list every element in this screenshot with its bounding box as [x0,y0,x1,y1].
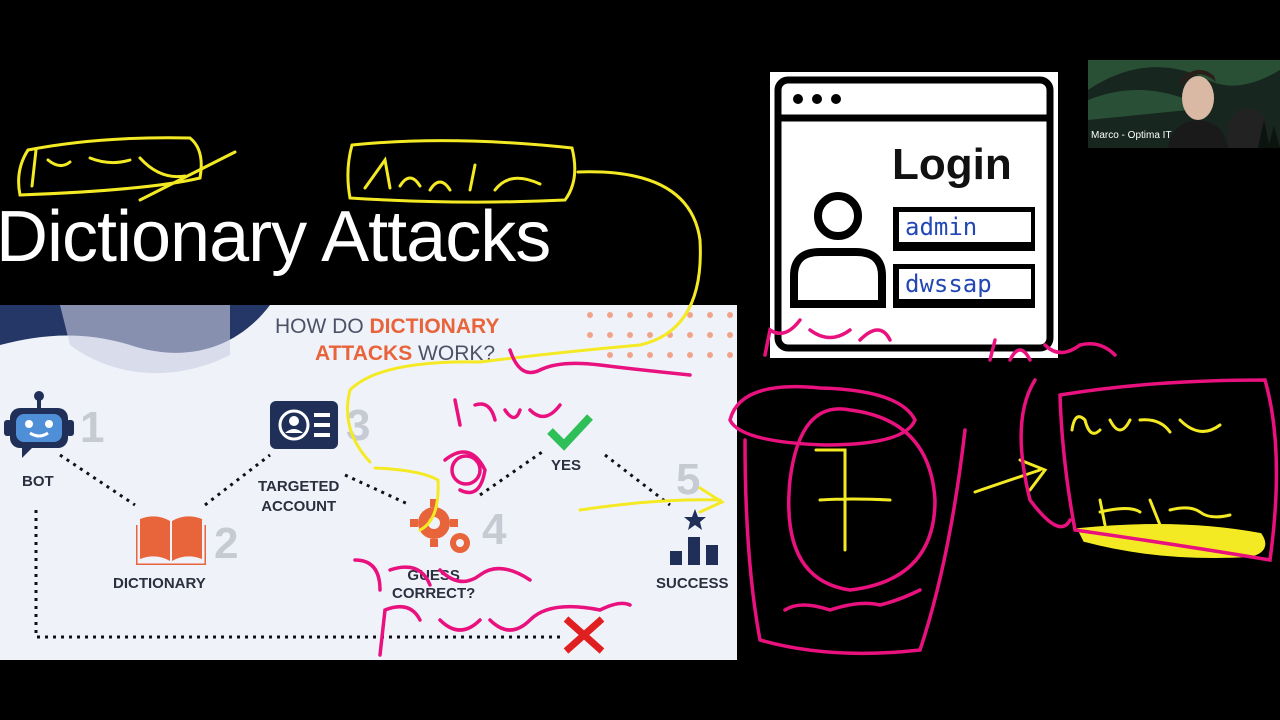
heading-highlight: DICTIONARY [369,315,500,338]
robot-icon [4,391,74,458]
heading-text: HOW DO [275,315,370,338]
step-targeted-label: TARGETED ACCOUNT [258,478,340,515]
flow-lines [34,448,671,639]
gears-icon [410,499,470,553]
step-5-number: 5 [676,455,701,504]
dictionary-attack-infographic: HOW DO DICTIONARY ATTACKS WORK? 1 BOT 2 … [0,305,737,660]
step-1-number: 1 [80,403,105,452]
heading-text-2: WORK? [412,342,496,365]
step-success-label: SUCCESS [656,575,729,592]
yes-label: YES [551,457,582,474]
highlight-scribble [1076,524,1266,558]
browser-window-icon [774,76,1054,352]
presenter-avatar [1088,60,1280,148]
password-field: dwssap [893,264,1035,308]
step-bot-label: BOT [22,473,54,490]
slide-title: Dictionary Attacks [0,197,551,277]
book-icon [136,516,206,565]
login-title: Login [892,140,1012,189]
username-field: admin [893,207,1035,251]
infographic-heading: HOW DO DICTIONARY ATTACKS WORK? [275,313,499,367]
step-dictionary-label: DICTIONARY [113,575,206,592]
checkmark-icon [547,414,593,451]
step-guess-label: GUESS CORRECT? [392,567,476,602]
step-4-number: 4 [482,505,507,554]
cross-icon [563,616,605,654]
heading-highlight-2: ATTACKS [315,342,413,365]
step-2-number: 2 [214,519,239,568]
bar-chart-icon [670,509,718,565]
dot-pattern [587,312,733,358]
webcam-name-label: Marco - Optima IT [1091,130,1172,141]
id-card-icon [270,401,338,449]
webcam-feed [1088,60,1280,148]
step-3-number: 3 [346,401,371,450]
username-value: admin [899,212,1031,242]
password-value: dwssap [899,269,1031,299]
